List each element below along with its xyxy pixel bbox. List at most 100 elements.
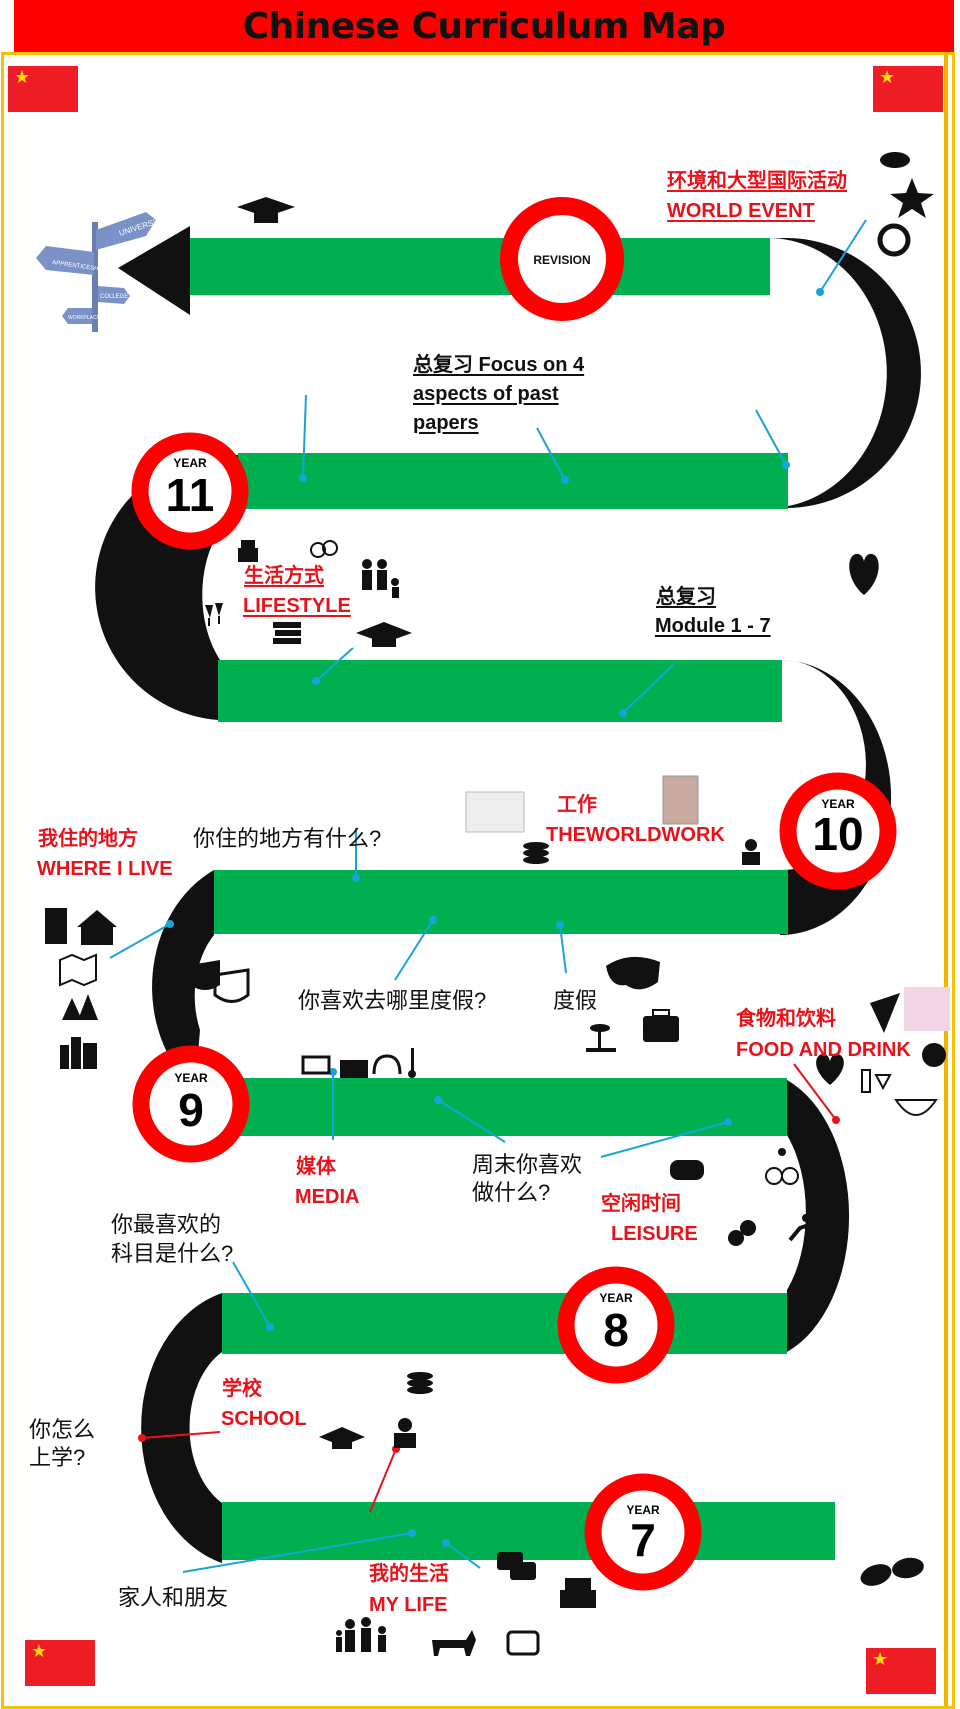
wreath-icon xyxy=(877,223,911,257)
weekend-question-line1: 周末你喜欢 xyxy=(472,1152,583,1177)
sushi-photo xyxy=(904,987,950,1031)
where-live-en: WHERE I LIVE xyxy=(37,858,173,880)
coins-icon xyxy=(407,1372,433,1394)
clapper-icon xyxy=(340,1060,368,1078)
coins-icon xyxy=(523,842,549,864)
pointer-lines xyxy=(109,219,867,1573)
dog-icon xyxy=(432,1630,476,1656)
flag-icon: ★ xyxy=(25,1640,95,1686)
road-year10 xyxy=(214,870,788,934)
road-segments xyxy=(190,238,835,1560)
my-life-en: MY LIFE xyxy=(369,1594,448,1616)
family-icon xyxy=(336,1617,386,1652)
graduation-cap-icon xyxy=(356,622,412,647)
worker-icon xyxy=(742,839,760,865)
rings-icon xyxy=(310,540,338,558)
year-number: 9 xyxy=(178,1084,204,1136)
heart-icon xyxy=(849,553,879,595)
scientist-photo xyxy=(465,791,525,833)
holiday-label: 度假 xyxy=(553,988,598,1013)
curve-right-3 xyxy=(787,1080,850,1352)
computer-icon xyxy=(301,1055,331,1075)
media-cn: 媒体 xyxy=(296,1156,336,1178)
revision-focus-line2: aspects of past xyxy=(413,383,559,405)
books-icon xyxy=(273,622,301,644)
doctor-photo xyxy=(662,775,699,825)
revision-modules-line2: Module 1 - 7 xyxy=(655,615,771,637)
year-label: YEAR xyxy=(599,1291,633,1305)
star-icon xyxy=(890,178,934,218)
theatre-masks-icon xyxy=(190,960,250,1003)
runner-icon xyxy=(788,1214,814,1242)
school-en: SCHOOL xyxy=(221,1408,307,1430)
travel-question-line1: 你怎么 xyxy=(29,1417,96,1442)
where-live-cn: 我住的地方 xyxy=(38,828,138,850)
lifestyle-en: LIFESTYLE xyxy=(243,595,351,617)
holiday-question: 你喜欢去哪里度假? xyxy=(298,988,487,1013)
curve-right-1 xyxy=(768,238,921,508)
road-year9 xyxy=(200,1078,787,1136)
milestone-year10: YEAR 10 xyxy=(779,772,897,890)
road-curves xyxy=(95,238,921,1563)
year-label: YEAR xyxy=(821,797,855,811)
year-number: 7 xyxy=(630,1514,656,1566)
trees-icon xyxy=(62,994,98,1020)
year-number: 11 xyxy=(166,469,215,521)
leisure-cn: 空闲时间 xyxy=(601,1193,681,1215)
curve-left-3 xyxy=(141,1293,222,1563)
work-en: THEWORLDWORK xyxy=(546,824,725,846)
road-year11 xyxy=(238,453,788,509)
sign-college: COLLEGE xyxy=(100,294,128,300)
graduation-cap-icon xyxy=(319,1427,365,1449)
map-icon xyxy=(59,953,97,987)
cyclist-icon xyxy=(765,1148,799,1185)
food-en: FOOD AND DRINK xyxy=(736,1039,911,1061)
food-cn: 食物和饮料 xyxy=(736,1008,836,1030)
family-friends-label: 家人和朋友 xyxy=(118,1585,229,1610)
revision-focus-line3: papers xyxy=(413,412,479,434)
year-label: YEAR xyxy=(173,456,207,470)
year-number: 8 xyxy=(603,1304,629,1356)
road-year8 xyxy=(222,1293,787,1354)
cake-icon xyxy=(238,540,258,562)
revision-focus-line1: 总复习 Focus on 4 xyxy=(413,354,585,376)
fav-subject-line2: 科目是什么? xyxy=(111,1241,234,1266)
headphones-icon xyxy=(372,1054,402,1075)
road-year7 xyxy=(222,1502,835,1560)
where-live-question: 你住的地方有什么? xyxy=(193,826,382,851)
year-label: YEAR xyxy=(174,1071,208,1085)
milestone-revision: REVISION xyxy=(500,197,624,321)
noodles-icon xyxy=(894,1099,938,1116)
champagne-icon xyxy=(205,603,223,626)
year-number: 10 xyxy=(812,808,863,860)
pointer-lines-red xyxy=(141,1063,837,1513)
gamepad-icon xyxy=(670,1160,704,1180)
handshake-icon xyxy=(880,152,910,168)
robot-icon xyxy=(506,1630,540,1656)
family-icon xyxy=(362,559,399,598)
flag-icon: ★ xyxy=(873,66,943,112)
road-revision xyxy=(190,238,770,295)
house-icon xyxy=(77,910,117,945)
speech-bubbles-icon xyxy=(497,1552,536,1580)
suitcase-icon xyxy=(643,1009,679,1042)
frame-edge xyxy=(944,52,948,1707)
world-event-en: WORLD EVENT xyxy=(667,200,815,222)
leisure-en: LEISURE xyxy=(611,1223,698,1245)
footprints-icon xyxy=(860,1557,924,1586)
graduation-cap-icon xyxy=(237,197,295,223)
sign-workplace: WORKPLACE xyxy=(68,315,101,321)
milestone-year9: YEAR 9 xyxy=(132,1045,250,1163)
travel-question-line2: 上学? xyxy=(29,1445,86,1470)
bottle-icon xyxy=(861,1069,892,1093)
pizza-icon xyxy=(870,993,900,1033)
my-life-cn: 我的生活 xyxy=(369,1563,449,1585)
road-module xyxy=(218,660,782,722)
road-arrowhead xyxy=(118,226,190,315)
cake-icon xyxy=(560,1578,596,1608)
flag-icon: ★ xyxy=(866,1648,936,1694)
milestone-year8: YEAR 8 xyxy=(557,1266,675,1384)
revision-label: REVISION xyxy=(533,253,590,267)
page-title: Chinese Curriculum Map xyxy=(242,5,726,47)
